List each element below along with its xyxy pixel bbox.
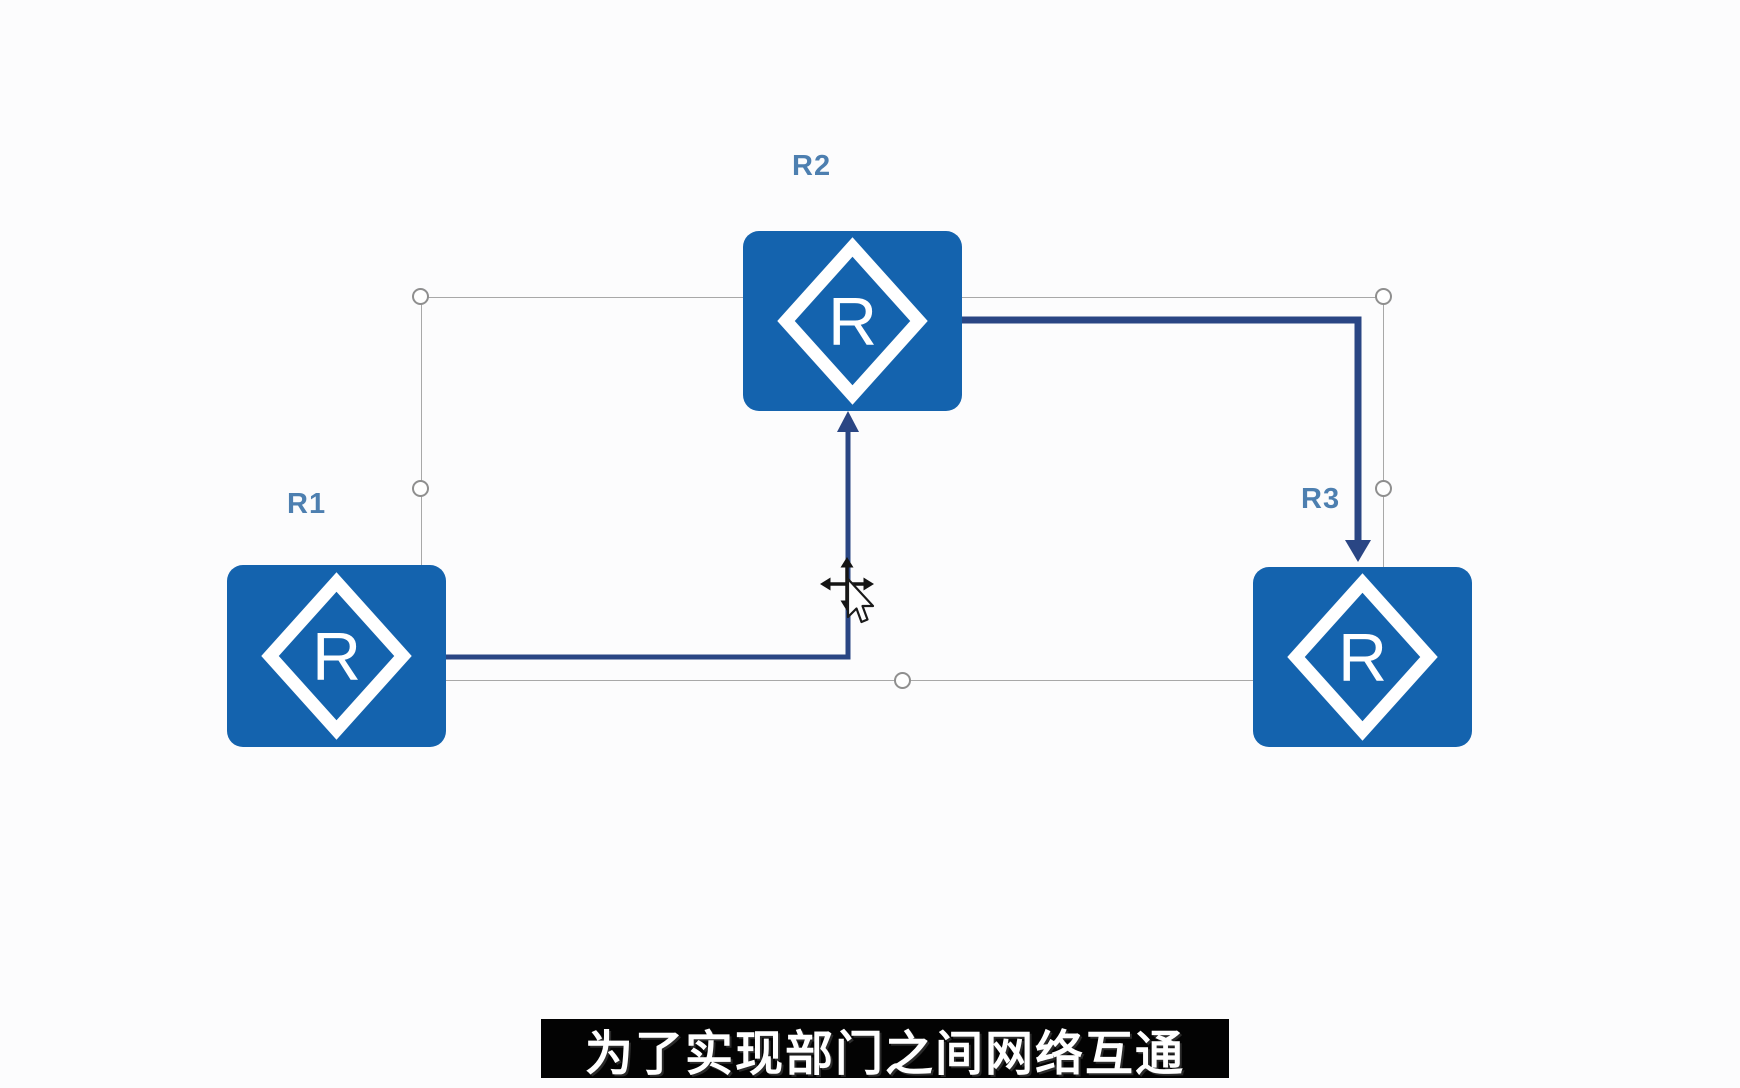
- selection-handle-top-left[interactable]: [412, 288, 429, 305]
- node-label-r3[interactable]: R3: [1301, 483, 1341, 515]
- router-icon: R: [777, 237, 928, 405]
- svg-text:R: R: [312, 619, 361, 695]
- selection-handle-middle-right[interactable]: [1375, 480, 1392, 497]
- svg-text:R: R: [828, 284, 877, 360]
- router-node-r2[interactable]: R: [743, 231, 962, 411]
- router-icon: R: [1287, 573, 1438, 741]
- router-icon: R: [261, 572, 412, 740]
- node-label-r1[interactable]: R1: [287, 488, 327, 520]
- selection-handle-middle-left[interactable]: [412, 480, 429, 497]
- router-node-r1[interactable]: R: [227, 565, 446, 747]
- subtitle-text: 为了实现部门之间网络互通: [584, 1027, 1185, 1081]
- move-cursor-icon: [820, 557, 875, 624]
- selection-handle-top-right[interactable]: [1375, 288, 1392, 305]
- node-label-r2[interactable]: R2: [792, 150, 832, 182]
- svg-text:R: R: [1338, 620, 1387, 696]
- router-node-r3[interactable]: R: [1253, 567, 1472, 747]
- selection-handle-bottom-middle[interactable]: [894, 672, 911, 689]
- subtitle-bar: 为了实现部门之间网络互通: [541, 1019, 1229, 1081]
